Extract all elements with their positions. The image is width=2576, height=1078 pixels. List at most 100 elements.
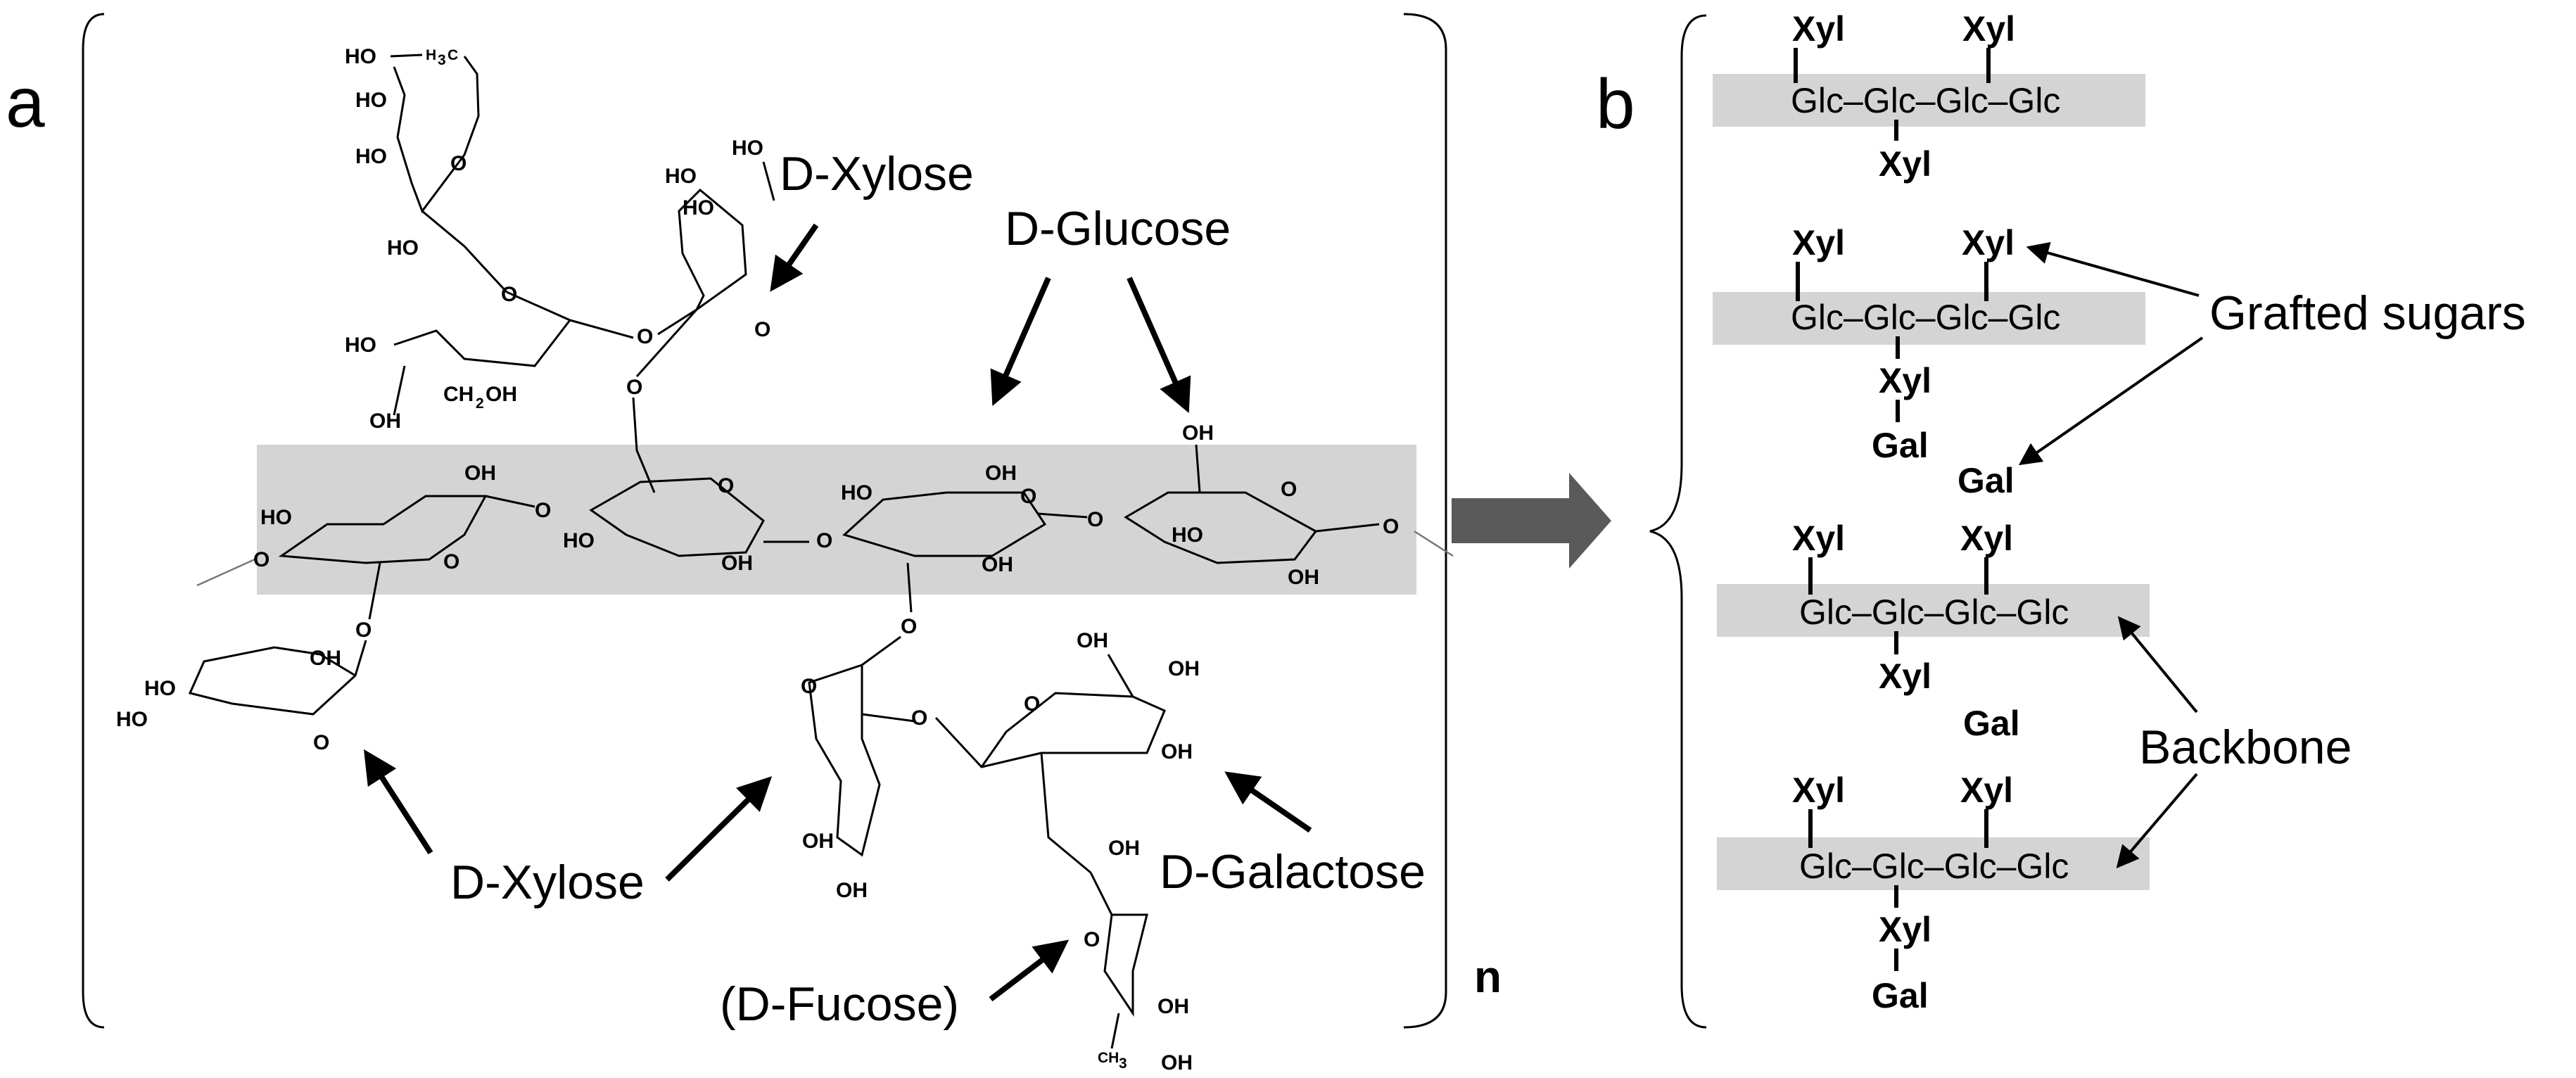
svg-text:HO: HO bbox=[345, 45, 376, 68]
svg-text:O: O bbox=[1383, 515, 1399, 538]
panel-b: b Xyl Xyl Glc–Glc–Glc–Glc Xyl Xyl Xyl Gl… bbox=[1596, 9, 2526, 1029]
arrow-glucose-2 bbox=[1127, 277, 1191, 413]
arrow-glucose-1 bbox=[990, 277, 1051, 406]
svg-text:O: O bbox=[535, 499, 551, 522]
svg-text:Xyl: Xyl bbox=[1792, 519, 1845, 558]
svg-text:OH: OH bbox=[1108, 837, 1140, 860]
svg-text:OH: OH bbox=[1182, 421, 1214, 445]
svg-text:O: O bbox=[1281, 478, 1297, 501]
svg-text:Xyl: Xyl bbox=[1879, 144, 1931, 184]
left-bracket bbox=[82, 13, 105, 1029]
svg-text:O: O bbox=[911, 706, 927, 730]
label-d-glucose: D-Glucose bbox=[1005, 202, 1231, 255]
svg-text:Xyl: Xyl bbox=[1879, 361, 1931, 400]
svg-text:HO: HO bbox=[1172, 524, 1203, 547]
svg-text:OH: OH bbox=[486, 383, 517, 406]
svg-text:HO: HO bbox=[841, 481, 873, 505]
oligosaccharide-row-1: Xyl Xyl Glc–Glc–Glc–Glc Xyl bbox=[1713, 9, 2145, 184]
panel-a-letter: a bbox=[6, 63, 45, 142]
svg-text:HO: HO bbox=[355, 145, 387, 168]
arrow-fucose bbox=[989, 939, 1070, 1002]
svg-text:Gal: Gal bbox=[1872, 426, 1929, 465]
svg-text:C: C bbox=[448, 47, 458, 63]
transition-arrow bbox=[1452, 473, 1611, 569]
svg-text:O: O bbox=[1024, 692, 1040, 716]
svg-text:Xyl: Xyl bbox=[1879, 910, 1931, 949]
top-side-chain-rings: HO H 3 C HO HO O HO O HO OH CH 2 OH O HO bbox=[345, 45, 775, 493]
svg-text:Xyl: Xyl bbox=[1792, 9, 1845, 49]
label-d-galactose: D-Galactose bbox=[1160, 845, 1426, 899]
svg-text:Xyl: Xyl bbox=[1962, 223, 2015, 262]
arrow-galactose bbox=[1224, 771, 1312, 833]
svg-text:HO: HO bbox=[665, 165, 697, 188]
svg-text:Xyl: Xyl bbox=[1879, 657, 1931, 696]
svg-text:O: O bbox=[801, 675, 817, 698]
svg-text:Gal: Gal bbox=[1872, 976, 1929, 1015]
svg-text:O: O bbox=[754, 318, 770, 341]
svg-text:OH: OH bbox=[836, 879, 868, 902]
svg-text:OH: OH bbox=[1168, 657, 1200, 680]
svg-text:OH: OH bbox=[982, 553, 1013, 576]
label-d-xylose-top: D-Xylose bbox=[780, 147, 974, 201]
arrow-xylose-bottom-left bbox=[363, 749, 433, 855]
svg-text:HO: HO bbox=[345, 334, 376, 357]
svg-text:HO: HO bbox=[387, 236, 419, 260]
svg-text:O: O bbox=[1020, 485, 1036, 508]
svg-text:Glc–Glc–Glc–Glc: Glc–Glc–Glc–Glc bbox=[1799, 846, 2069, 886]
svg-text:O: O bbox=[253, 548, 269, 571]
arrow-grafted-1 bbox=[2026, 241, 2200, 297]
svg-text:Gal: Gal bbox=[1958, 461, 2015, 500]
svg-text:CH: CH bbox=[1098, 1050, 1119, 1066]
glucan-backbone-band bbox=[257, 445, 1416, 595]
panel-b-letter: b bbox=[1596, 65, 1635, 144]
repeat-unit-n: n bbox=[1474, 951, 1502, 1002]
svg-text:OH: OH bbox=[1161, 740, 1193, 763]
arrow-backbone-1 bbox=[2117, 616, 2198, 714]
svg-text:O: O bbox=[313, 731, 329, 754]
svg-text:O: O bbox=[901, 615, 917, 638]
svg-text:OH: OH bbox=[1288, 566, 1319, 589]
svg-text:3: 3 bbox=[438, 52, 446, 68]
svg-text:O: O bbox=[1084, 928, 1100, 951]
svg-text:O: O bbox=[450, 152, 467, 175]
svg-text:OH: OH bbox=[464, 462, 496, 485]
svg-text:3: 3 bbox=[1119, 1055, 1127, 1072]
svg-text:Xyl: Xyl bbox=[1960, 519, 2013, 558]
svg-text:OH: OH bbox=[985, 462, 1017, 485]
svg-text:OH: OH bbox=[1157, 995, 1189, 1018]
right-bracket bbox=[1403, 13, 1447, 1029]
arrow-grafted-2 bbox=[2018, 336, 2204, 466]
svg-text:HO: HO bbox=[144, 677, 176, 700]
svg-text:Xyl: Xyl bbox=[1792, 771, 1845, 810]
svg-text:Glc–Glc–Glc–Glc: Glc–Glc–Glc–Glc bbox=[1791, 81, 2060, 120]
svg-text:Gal: Gal bbox=[1963, 704, 2020, 743]
bottom-left-xylose-ring: O OH HO HO O bbox=[116, 562, 381, 754]
arrow-backbone-2 bbox=[2116, 773, 2198, 869]
oligosaccharide-row-2: Xyl Xyl Glc–Glc–Glc–Glc Xyl Gal bbox=[1713, 223, 2145, 465]
svg-text:HO: HO bbox=[355, 89, 387, 112]
arrow-xylose-top bbox=[770, 223, 819, 292]
svg-text:Xyl: Xyl bbox=[1962, 9, 2015, 49]
svg-text:O: O bbox=[1087, 508, 1103, 531]
svg-text:H: H bbox=[426, 47, 436, 63]
svg-text:OH: OH bbox=[721, 552, 753, 575]
panel-b-brace bbox=[1649, 14, 1707, 1029]
arrow-xylose-bottom-middle bbox=[665, 776, 773, 882]
svg-text:O: O bbox=[718, 474, 734, 497]
svg-text:OH: OH bbox=[802, 830, 834, 853]
svg-text:O: O bbox=[637, 325, 653, 348]
svg-text:Glc–Glc–Glc–Glc: Glc–Glc–Glc–Glc bbox=[1799, 592, 2069, 632]
svg-text:O: O bbox=[443, 550, 459, 573]
svg-text:OH: OH bbox=[369, 410, 401, 433]
panel-a: a n O HO OH O O HO O OH O bbox=[6, 13, 1502, 1074]
svg-text:Xyl: Xyl bbox=[1960, 771, 2013, 810]
svg-text:OH: OH bbox=[1077, 629, 1108, 652]
label-d-xylose-bottom: D-Xylose bbox=[450, 856, 645, 909]
svg-text:HO: HO bbox=[732, 137, 763, 160]
bottom-side-chain-rings: O O OH OH O O OH OH OH OH O OH OH CH 3 bbox=[801, 562, 1200, 1074]
oligosaccharide-row-3: Gal Xyl Xyl Glc–Glc–Glc–Glc Xyl bbox=[1717, 461, 2150, 696]
backbone-glucose-rings: O HO OH O O HO O OH O HO OH O OH O HO OH… bbox=[196, 421, 1454, 589]
svg-text:O: O bbox=[355, 619, 372, 642]
svg-text:Glc–Glc–Glc–Glc: Glc–Glc–Glc–Glc bbox=[1791, 298, 2060, 337]
